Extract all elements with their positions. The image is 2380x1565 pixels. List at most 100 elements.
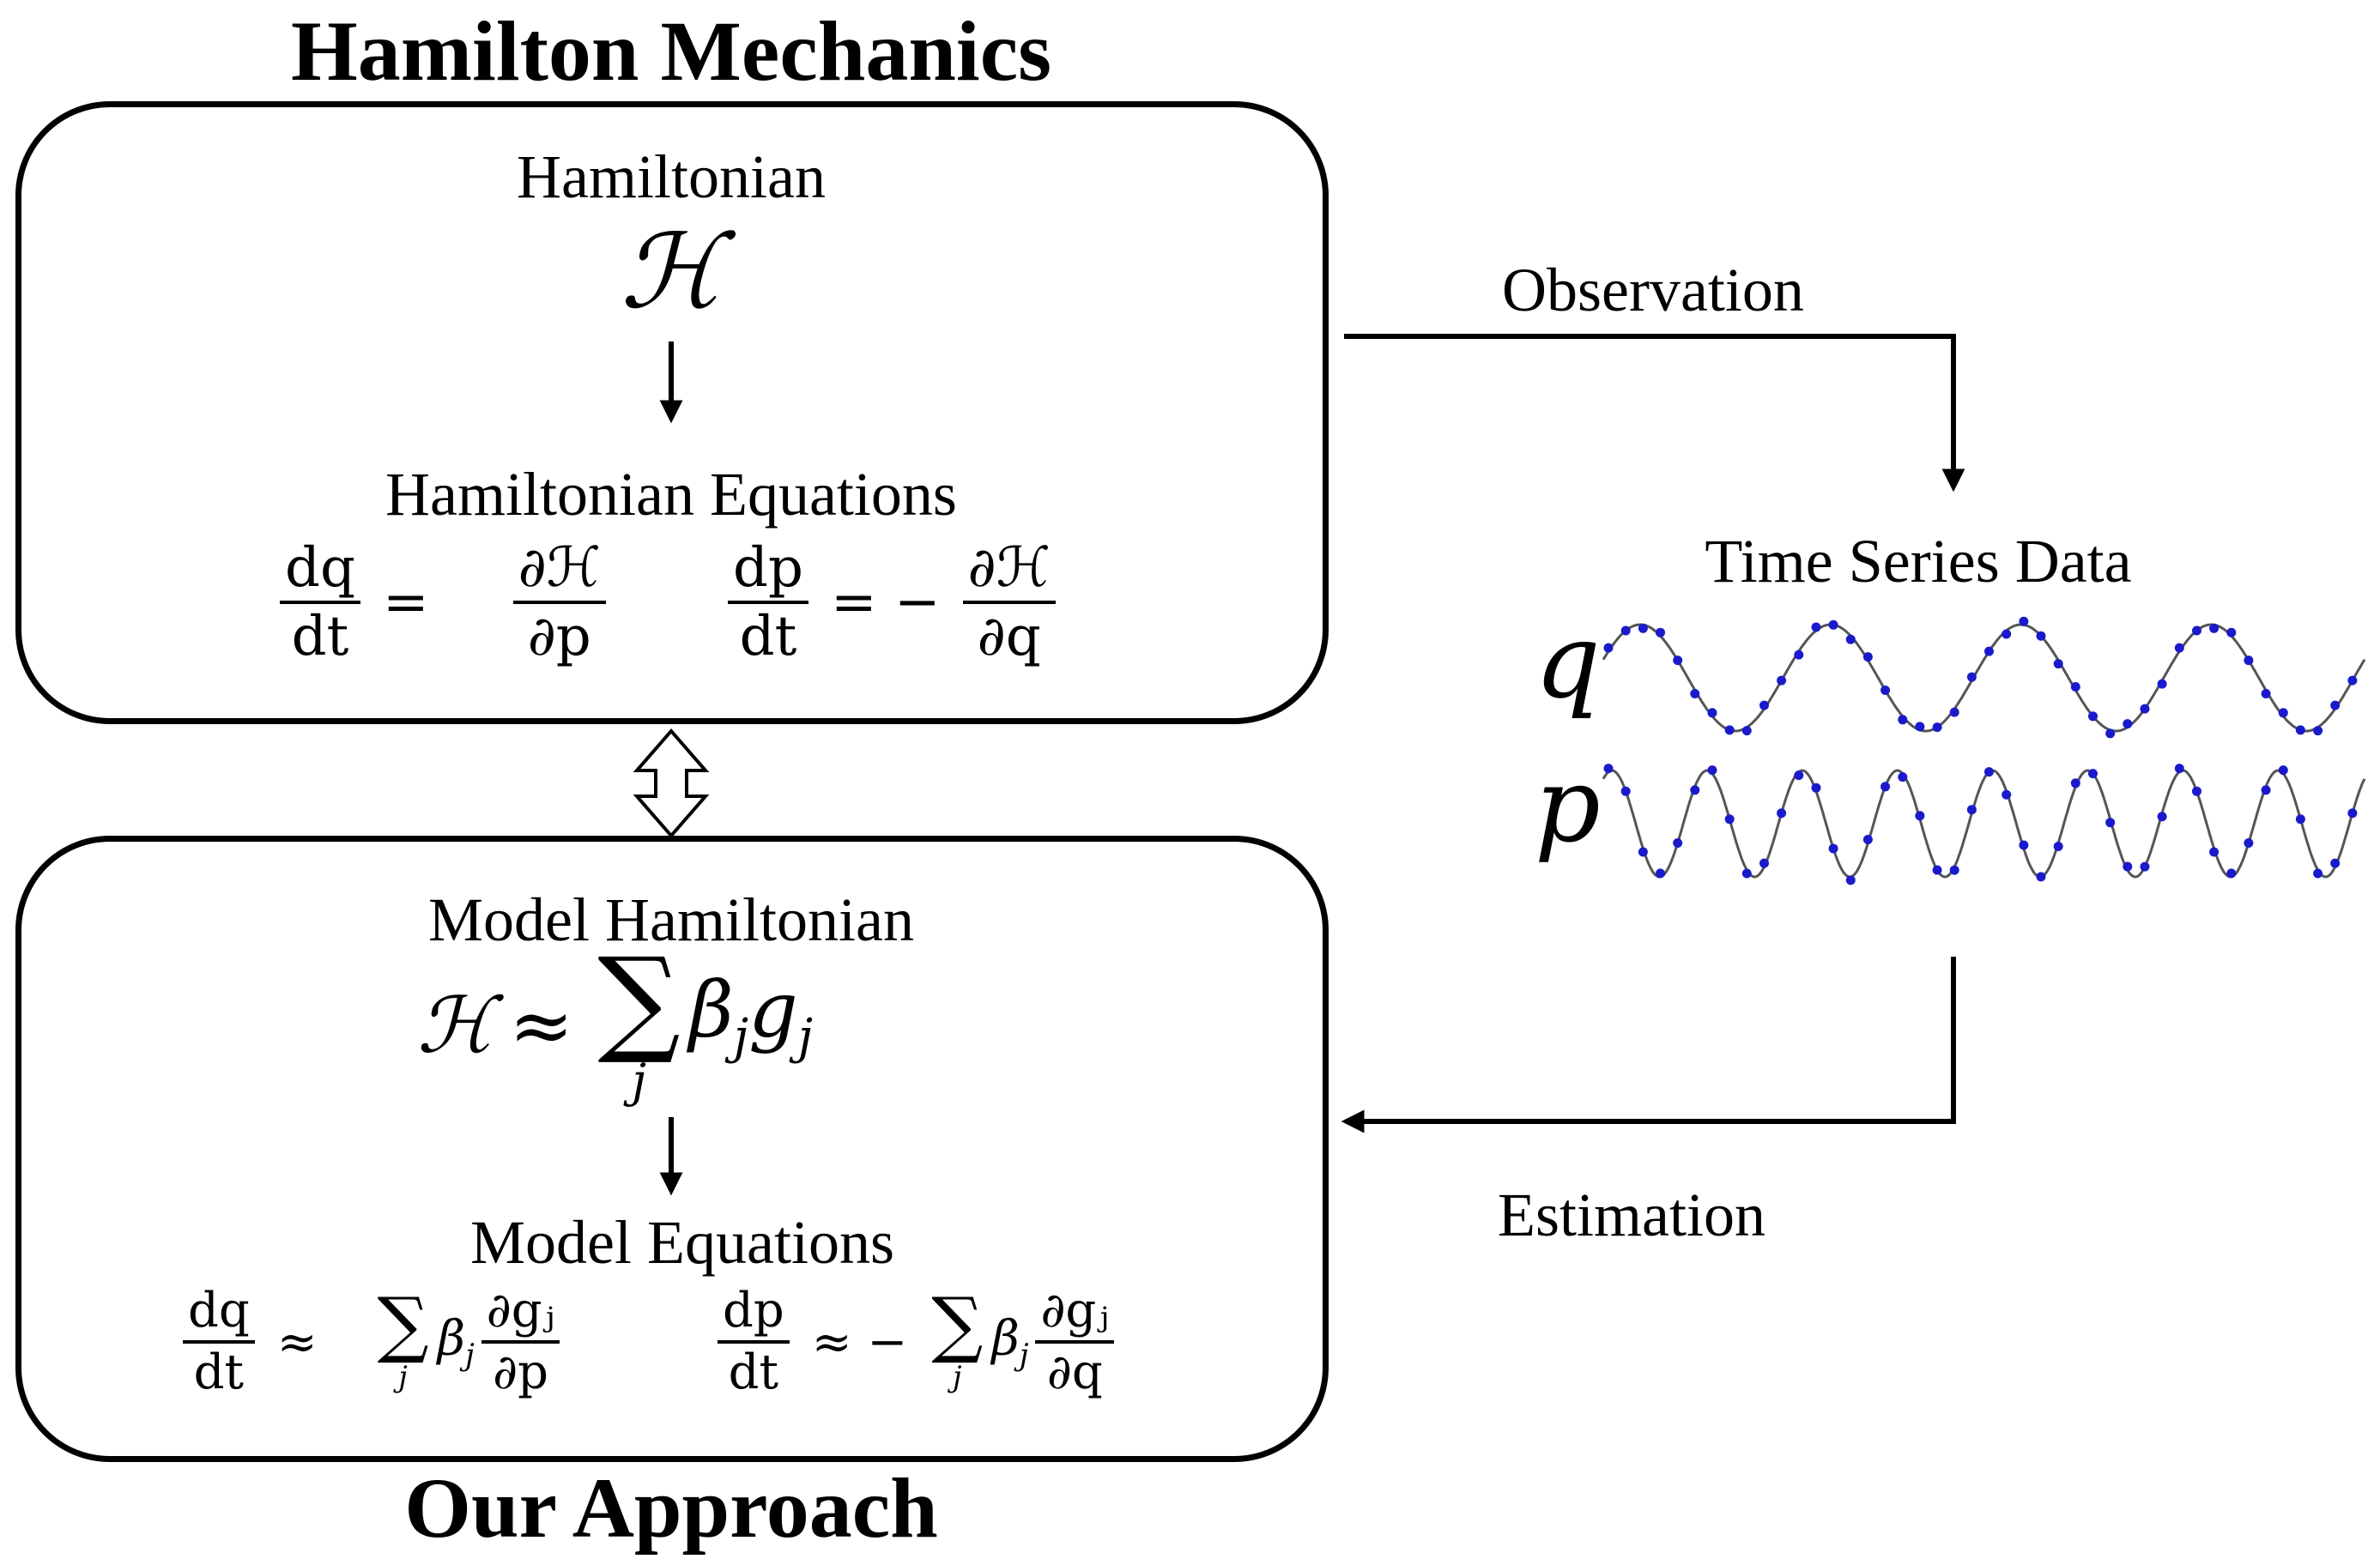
q-series-dot xyxy=(2174,643,2184,653)
p-series-dot xyxy=(1741,868,1752,879)
estimation-arrow xyxy=(1341,957,1956,1133)
q-series-dot xyxy=(2140,704,2150,714)
p-series-dot xyxy=(2174,764,2184,774)
p-series-dot xyxy=(2278,765,2288,776)
q-series-dot xyxy=(2123,719,2133,729)
p-series-dot xyxy=(2070,778,2080,789)
q-series-dot xyxy=(1949,707,1959,717)
model-equations-label: Model Equations xyxy=(470,1208,894,1277)
q-series-dot xyxy=(1811,622,1821,632)
q-series-dot xyxy=(2019,616,2029,626)
p-series-dot xyxy=(2313,868,2323,879)
q-series-dot xyxy=(1794,650,1804,660)
p-series-dot xyxy=(1724,814,1735,825)
p-series-dot xyxy=(2019,840,2029,850)
p-series-dot xyxy=(1811,782,1821,793)
hamiltonian-label: Hamiltonian xyxy=(517,142,826,211)
q-series-dot xyxy=(2295,725,2305,735)
estimation-label: Estimation xyxy=(1498,1181,1765,1249)
p-series-dot xyxy=(2330,858,2341,868)
q-series-dot xyxy=(2347,675,2358,686)
model-hamiltonian-formula: ℋ ≈ ∑ j βjgj xyxy=(417,933,814,1108)
p-series-dot xyxy=(2192,786,2201,796)
p-series-dot xyxy=(1932,865,1942,875)
q-series-dot xyxy=(1673,656,1683,666)
q-series-dot xyxy=(2105,728,2116,739)
p-series-dot xyxy=(1656,868,1665,879)
top-title: Hamilton Mechanics xyxy=(290,3,1052,99)
p-series-dot xyxy=(2244,838,2254,848)
p-series-dot xyxy=(1794,770,1804,781)
q-series-dot xyxy=(1845,634,1856,644)
q-series-dot xyxy=(2261,689,2271,698)
p-series-dot xyxy=(2295,814,2305,825)
p-series-dot xyxy=(1862,835,1873,844)
p-series-dot xyxy=(1777,808,1787,819)
p-series-dot xyxy=(1949,865,1959,875)
q-series-dot xyxy=(2053,659,2063,669)
q-series-dot xyxy=(1828,619,1838,630)
q-series-label: q xyxy=(1535,602,1601,722)
p-series-dot xyxy=(2140,861,2150,872)
q-series-curve xyxy=(1602,623,2366,733)
equivalence-double-arrow-icon xyxy=(633,728,710,839)
p-series-dot xyxy=(2036,872,2046,882)
q-series-dot xyxy=(1741,726,1752,736)
hamilton-mechanics-box xyxy=(15,101,1329,724)
p-series-dot xyxy=(1673,838,1683,848)
q-series-dot xyxy=(1759,700,1769,710)
q-series-dot xyxy=(1932,722,1942,733)
q-series-dot xyxy=(2002,629,2012,639)
hamiltonian-symbol: ℋ xyxy=(620,213,723,332)
p-series-dot xyxy=(2123,861,2133,872)
hamiltonian-equations-label: Hamiltonian Equations xyxy=(385,460,957,529)
p-series-dot xyxy=(2088,769,2098,779)
p-series-dot xyxy=(1638,847,1648,857)
p-series-dot xyxy=(1707,765,1717,776)
q-series-dot xyxy=(1638,623,1648,633)
bottom-title: Our Approach xyxy=(404,1460,938,1556)
time-series-data-label: Time Series Data xyxy=(1705,527,2132,595)
p-series-dot xyxy=(1915,811,1925,821)
q-series-dot xyxy=(2313,726,2323,736)
p-series-dot xyxy=(1620,786,1631,796)
p-series-dot xyxy=(1880,782,1891,792)
p-series-dot xyxy=(1828,843,1838,854)
q-series-dot xyxy=(1966,672,1977,682)
q-series-dot xyxy=(2226,627,2237,637)
q-series-dot xyxy=(2244,656,2254,666)
q-series-dot xyxy=(1898,715,1908,725)
p-series-dot xyxy=(2105,818,2116,828)
p-series-dot xyxy=(2053,842,2063,851)
q-series-dot xyxy=(1777,675,1787,686)
p-series-curve xyxy=(1602,769,2366,879)
model-hamiltonian-label: Model Hamiltonian xyxy=(428,885,914,954)
p-series-dot xyxy=(2002,789,2012,800)
q-series-dot xyxy=(2330,700,2341,710)
p-series-dot xyxy=(1966,805,1977,815)
p-series-dot xyxy=(2157,812,2167,822)
q-series-dot xyxy=(2209,623,2220,633)
q-series-dot xyxy=(1862,652,1873,662)
p-series-dot xyxy=(2226,868,2237,879)
observation-arrow xyxy=(1344,334,1965,492)
p-series-dot xyxy=(1603,764,1614,774)
q-series-dot xyxy=(1603,643,1614,653)
q-series-dot xyxy=(2157,679,2167,689)
q-series-dot xyxy=(1984,646,1994,656)
p-series-dot xyxy=(1984,767,1994,777)
observation-label: Observation xyxy=(1502,256,1804,324)
q-series-dot xyxy=(2278,708,2288,718)
p-series-dot xyxy=(1845,875,1856,885)
p-series-dot xyxy=(2347,808,2358,819)
q-series-dot xyxy=(1707,708,1717,718)
q-series-dot xyxy=(1915,722,1925,732)
q-series-dot xyxy=(2088,711,2098,722)
p-series-dot xyxy=(1759,858,1769,868)
our-approach-box xyxy=(15,836,1329,1462)
